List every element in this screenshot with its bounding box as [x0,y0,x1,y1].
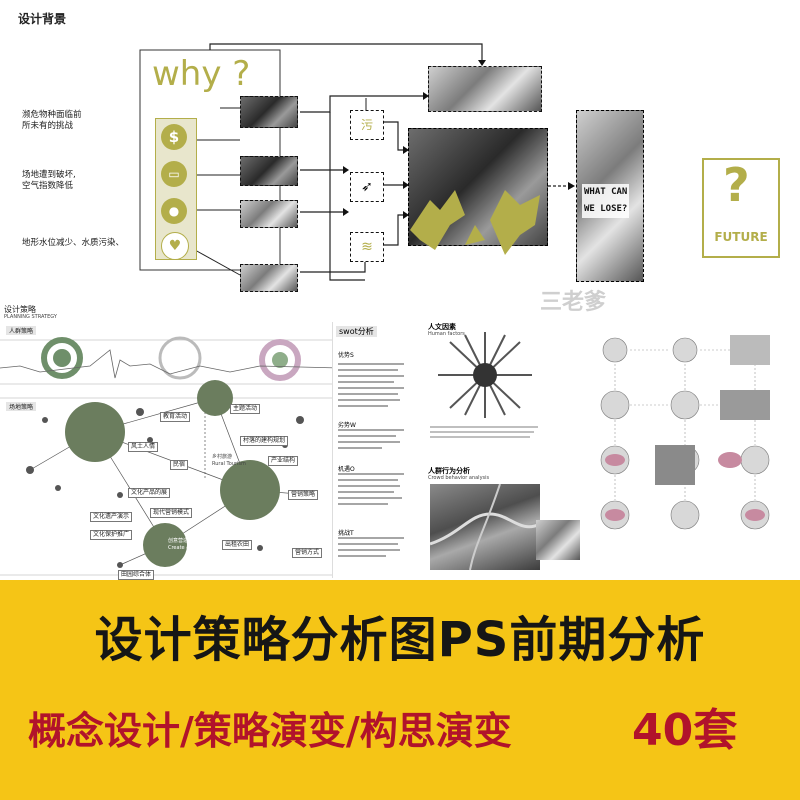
node-marketing: 营销策略 [288,490,319,500]
node-rural-tourism: 乡村旅游 Rural Tourism [212,454,246,467]
swot-threat: 挑战T [338,530,354,537]
flow-diagram-lines [139,43,575,281]
node-pastoral: 田园综合体 [118,570,155,580]
pollution-icon-box: 污 [350,110,384,140]
crowd-map-road [430,484,540,570]
watermark: 三老爹 [540,290,607,315]
heart-pollution-icon: ♥ [161,232,189,260]
node-culture-product: 文化产品的展 [128,488,171,498]
photo-trash [240,156,298,186]
node-marketing-way: 营销方式 [292,548,323,558]
why-text: why ? [152,54,251,94]
what-can-we-lose-text: WHAT CAN WE LOSE? [582,184,630,218]
silhouette-figures [410,190,540,255]
strategy-subtitle: PLANNING STRATEGY [4,314,57,320]
banner-count: 40套 [632,705,738,756]
challenge-label-2: 场地遭到破坏, 空气指数降低 [22,170,76,191]
future-box [702,158,780,258]
node-create-assist: 创意营造 Create & Assist [168,538,207,551]
water-icon-box: ≋ [350,232,384,262]
radial-city-graphic [438,332,532,418]
strategy-diagram [0,336,340,576]
swot-weakness: 劣势W [338,422,356,429]
money-icon: $ [161,124,187,150]
human-factors-title: 人文因素 [428,323,456,331]
section-title-background: 设计背景 [18,12,67,26]
crowd-analysis-subtitle: Crowd behavior analysis [428,475,490,481]
node-industry: 产业结构 [268,456,299,466]
swot-title: swot分析 [336,326,377,337]
bird-icon-box: ➶ [350,172,384,202]
strategy-title: 设计策略 [4,305,36,314]
swot-opportunity: 机遇O [338,466,355,473]
node-modern-marketing: 现代营销模式 [150,508,193,518]
strategy-section-people: 人群策略 [6,326,37,335]
node-theme: 主题活动 [230,404,261,414]
challenge-label-3: 地形水位减少、水质污染、 [22,238,125,248]
right-flow-diagram [600,335,770,530]
node-village-plan: 村落的建构规划 [240,436,289,446]
challenge-label-1: 濒危物种面临前 所未有的挑战 [22,110,82,131]
node-rent-farmland: 出租农田 [222,540,253,550]
lock-icon: ● [161,198,187,224]
photo-landscape-top [428,66,542,112]
human-factors-text [430,426,538,438]
strategy-section-site: 场地策略 [6,402,37,411]
human-factors-subtitle: Human factors [428,331,465,337]
swot-strength: 优势S [338,352,354,359]
node-homestay: 民宿 [170,460,189,470]
crowd-sketch-photo [536,520,580,560]
banner-subline: 概念设计/策略演变/构思演变 [28,709,512,753]
question-mark-icon: ? [723,158,750,212]
promo-banner [0,580,800,800]
photo-bird [240,200,298,228]
photo-endangered [240,96,298,128]
node-culture-protect: 文化保护推广 [90,530,133,540]
node-education: 教育活动 [160,412,191,422]
swot-text-lines [338,363,404,557]
node-heritage: 文化遗产演示 [90,512,133,522]
bus-icon: ▭ [161,161,187,187]
banner-headline: 设计策略分析图PS前期分析 [94,612,706,668]
photo-water [240,264,298,292]
future-label: FUTURE [714,230,768,244]
crowd-analysis-title: 人群行为分析 [428,467,470,475]
node-custom: 风土人情 [128,442,159,452]
